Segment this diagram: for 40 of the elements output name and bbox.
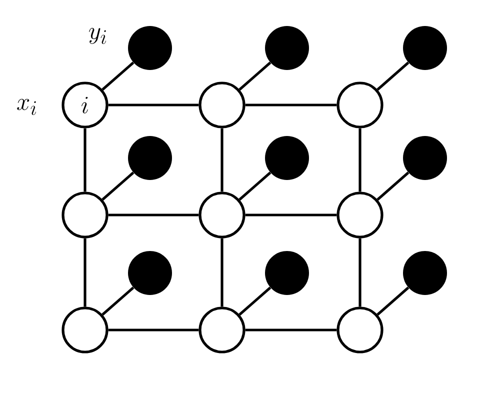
connector-line <box>238 286 272 316</box>
connector-line <box>102 172 134 201</box>
filled-circle <box>128 26 172 70</box>
connector-line <box>108 328 199 332</box>
filled-circle <box>403 136 447 180</box>
connector-line <box>108 104 199 106</box>
open-circle <box>198 306 246 354</box>
connector-line <box>238 172 272 201</box>
filled-circle <box>403 251 447 295</box>
connector-line <box>238 62 272 91</box>
connector-line <box>376 172 410 201</box>
connector-line <box>358 238 362 307</box>
filled-circle <box>265 251 309 295</box>
connector-line <box>376 286 410 316</box>
connector-line <box>220 128 224 192</box>
connector-line <box>376 62 410 91</box>
connector-line <box>84 238 86 307</box>
open-circle <box>336 192 384 238</box>
open-circle <box>198 192 246 238</box>
open-circle <box>336 82 384 128</box>
connector-line <box>102 62 134 91</box>
connector-line <box>220 238 224 307</box>
filled-circle <box>128 251 172 295</box>
open-circle <box>62 192 108 238</box>
connector-line <box>245 328 337 332</box>
open-circle <box>336 306 384 354</box>
open-circle <box>62 306 108 354</box>
variable-label: $y_i$ <box>89 28 106 44</box>
variable-label: $x_i$ <box>17 98 36 116</box>
connector-line <box>108 214 199 216</box>
connector-line <box>245 104 337 106</box>
filled-circle <box>128 136 172 180</box>
open-circle <box>198 82 246 128</box>
connector-line <box>358 128 362 192</box>
filled-circle <box>265 26 309 70</box>
connector-line <box>102 286 134 316</box>
filled-circle <box>265 136 309 180</box>
connector-line <box>84 128 86 192</box>
filled-circle <box>403 26 447 70</box>
connector-line <box>245 214 337 216</box>
